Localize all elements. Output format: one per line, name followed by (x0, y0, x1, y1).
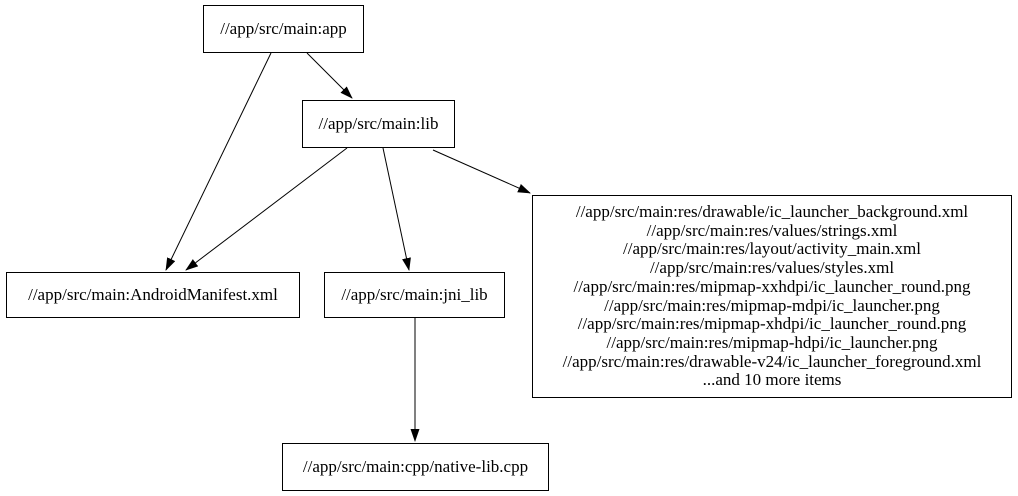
res-file-line: //app/src/main:res/values/strings.xml (646, 220, 898, 240)
res-file-line: //app/src/main:res/mipmap-hdpi/ic_launch… (606, 332, 938, 352)
edge-app-to-lib (306, 52, 353, 99)
res-file-line: //app/src/main:res/mipmap-xhdpi/ic_launc… (577, 314, 967, 334)
node-label-jni-lib: //app/src/main:jni_lib (341, 284, 488, 304)
node-label-app: //app/src/main:app (220, 18, 347, 38)
edge-app-to-android-manifest (165, 52, 272, 271)
graph-node-native-lib: //app/src/main:cpp/native-lib.cpp (282, 443, 549, 491)
node-label-native-lib: //app/src/main:cpp/native-lib.cpp (302, 456, 529, 476)
edge-lib-to-jni-lib (382, 147, 411, 271)
res-file-line: //app/src/main:res/values/styles.xml (649, 258, 895, 278)
res-file-line: //app/src/main:res/mipmap-mdpi/ic_launch… (604, 295, 940, 315)
node-label-lib: //app/src/main:lib (318, 113, 439, 133)
graph-node-jni-lib: //app/src/main:jni_lib (324, 272, 505, 318)
res-file-line: //app/src/main:res/drawable/ic_launcher_… (575, 201, 969, 221)
node-label-android-manifest: //app/src/main:AndroidManifest.xml (28, 284, 278, 304)
edge-lib-to-android-manifest (185, 147, 348, 271)
graph-node-lib: //app/src/main:lib (302, 100, 455, 148)
graph-node-android-manifest: //app/src/main:AndroidManifest.xml (6, 272, 300, 318)
res-more-items-line: ...and 10 more items (702, 370, 842, 390)
res-file-line: //app/src/main:res/drawable-v24/ic_launc… (562, 351, 982, 371)
res-file-line: //app/src/main:res/layout/activity_main.… (623, 239, 921, 259)
edge-lib-to-res-group (432, 149, 531, 194)
graph-node-res-group: //app/src/main:res/drawable/ic_launcher_… (532, 195, 1012, 398)
graph-node-app: //app/src/main:app (203, 5, 364, 53)
res-file-line: //app/src/main:res/mipmap-xxhdpi/ic_laun… (573, 276, 971, 296)
